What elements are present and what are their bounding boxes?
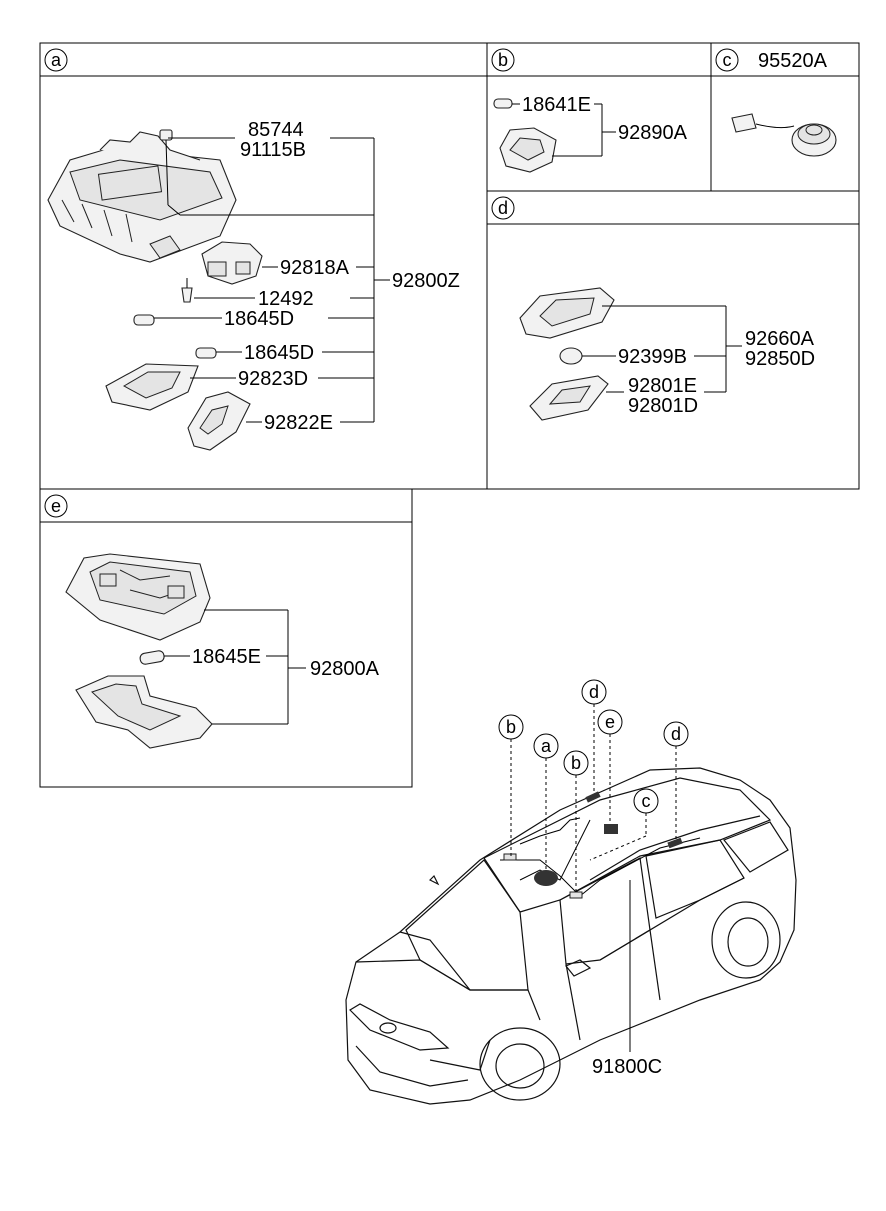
section-a-tag: a (51, 50, 62, 70)
label-12492: 12492 (258, 288, 314, 310)
screw-12492-image (181, 278, 193, 303)
section-c: c 95520A (710, 42, 860, 192)
callout-c: c (642, 791, 651, 811)
label-92850D: 92850D (745, 348, 815, 370)
callout-d-1: d (589, 682, 599, 702)
label-92823D: 92823D (238, 368, 308, 390)
label-92800A: 92800A (310, 658, 380, 680)
harness-connector-d1 (585, 791, 601, 803)
harness-connector-d2 (667, 837, 683, 849)
lamp-92890A-image (499, 127, 557, 173)
callout-e: e (605, 712, 615, 732)
sensor-95520A-image (731, 113, 837, 157)
section-b: b 18641E 92890A (486, 42, 712, 192)
harness-connector-b1 (503, 853, 517, 861)
label-18645D-2: 18645D (244, 342, 314, 364)
label-92890A: 92890A (618, 122, 688, 144)
label-95520A: 95520A (758, 50, 828, 72)
label-91115B: 91115B (240, 139, 306, 161)
section-e: e 18645E 92800A (39, 488, 413, 788)
callout-a: a (541, 736, 552, 756)
label-92399B: 92399B (618, 346, 687, 368)
label-92801E: 92801E (628, 375, 697, 397)
bulb-92399B-image (559, 347, 583, 365)
callout-b-1: b (506, 717, 516, 737)
switch-92818A-image (201, 241, 263, 285)
callout-d-2: d (671, 724, 681, 744)
console-92800A-image (65, 553, 211, 641)
lens-92822E-image (187, 391, 251, 451)
label-18645D-1: 18645D (224, 308, 294, 330)
harness-connector-e (604, 824, 618, 834)
label-85744: 85744 (248, 119, 304, 141)
section-e-tag: e (51, 496, 61, 516)
section-c-tag: c (723, 50, 732, 70)
harness-connector-a (534, 870, 558, 886)
lamp-92660A-image (519, 287, 615, 339)
label-18645E: 18645E (192, 646, 261, 668)
harness-connector-b2 (569, 891, 583, 899)
overhead-console-image (47, 131, 237, 263)
section-a: a (39, 42, 488, 490)
lens-92800A-image (75, 675, 213, 749)
section-a-tag-circle (44, 48, 68, 72)
label-92822E: 92822E (264, 412, 333, 434)
section-b-tag: b (498, 50, 508, 70)
label-18641E: 18641E (522, 94, 591, 116)
section-d-frame (486, 190, 860, 490)
bulb-18645E-image (139, 650, 165, 665)
bulb-18645D-2-image (195, 347, 217, 359)
bulb-18645D-1-image (133, 314, 155, 326)
vehicle-illustration: b a b d e c d 91800C (345, 679, 797, 1105)
bulb-18641E-image (493, 98, 513, 109)
bezel-92823D-image (105, 363, 199, 411)
lens-92801E-image (529, 375, 609, 421)
label-91800C: 91800C (592, 1056, 662, 1078)
callout-b-2: b (571, 753, 581, 773)
label-92818A: 92818A (280, 257, 350, 279)
section-d: d 92399B 92801E 92801D 92660A 92850D (486, 190, 860, 490)
label-92800Z: 92800Z (392, 270, 460, 292)
label-92801D: 92801D (628, 395, 698, 417)
label-92660A: 92660A (745, 328, 815, 350)
section-e-frame (39, 488, 413, 788)
section-d-tag: d (498, 198, 508, 218)
